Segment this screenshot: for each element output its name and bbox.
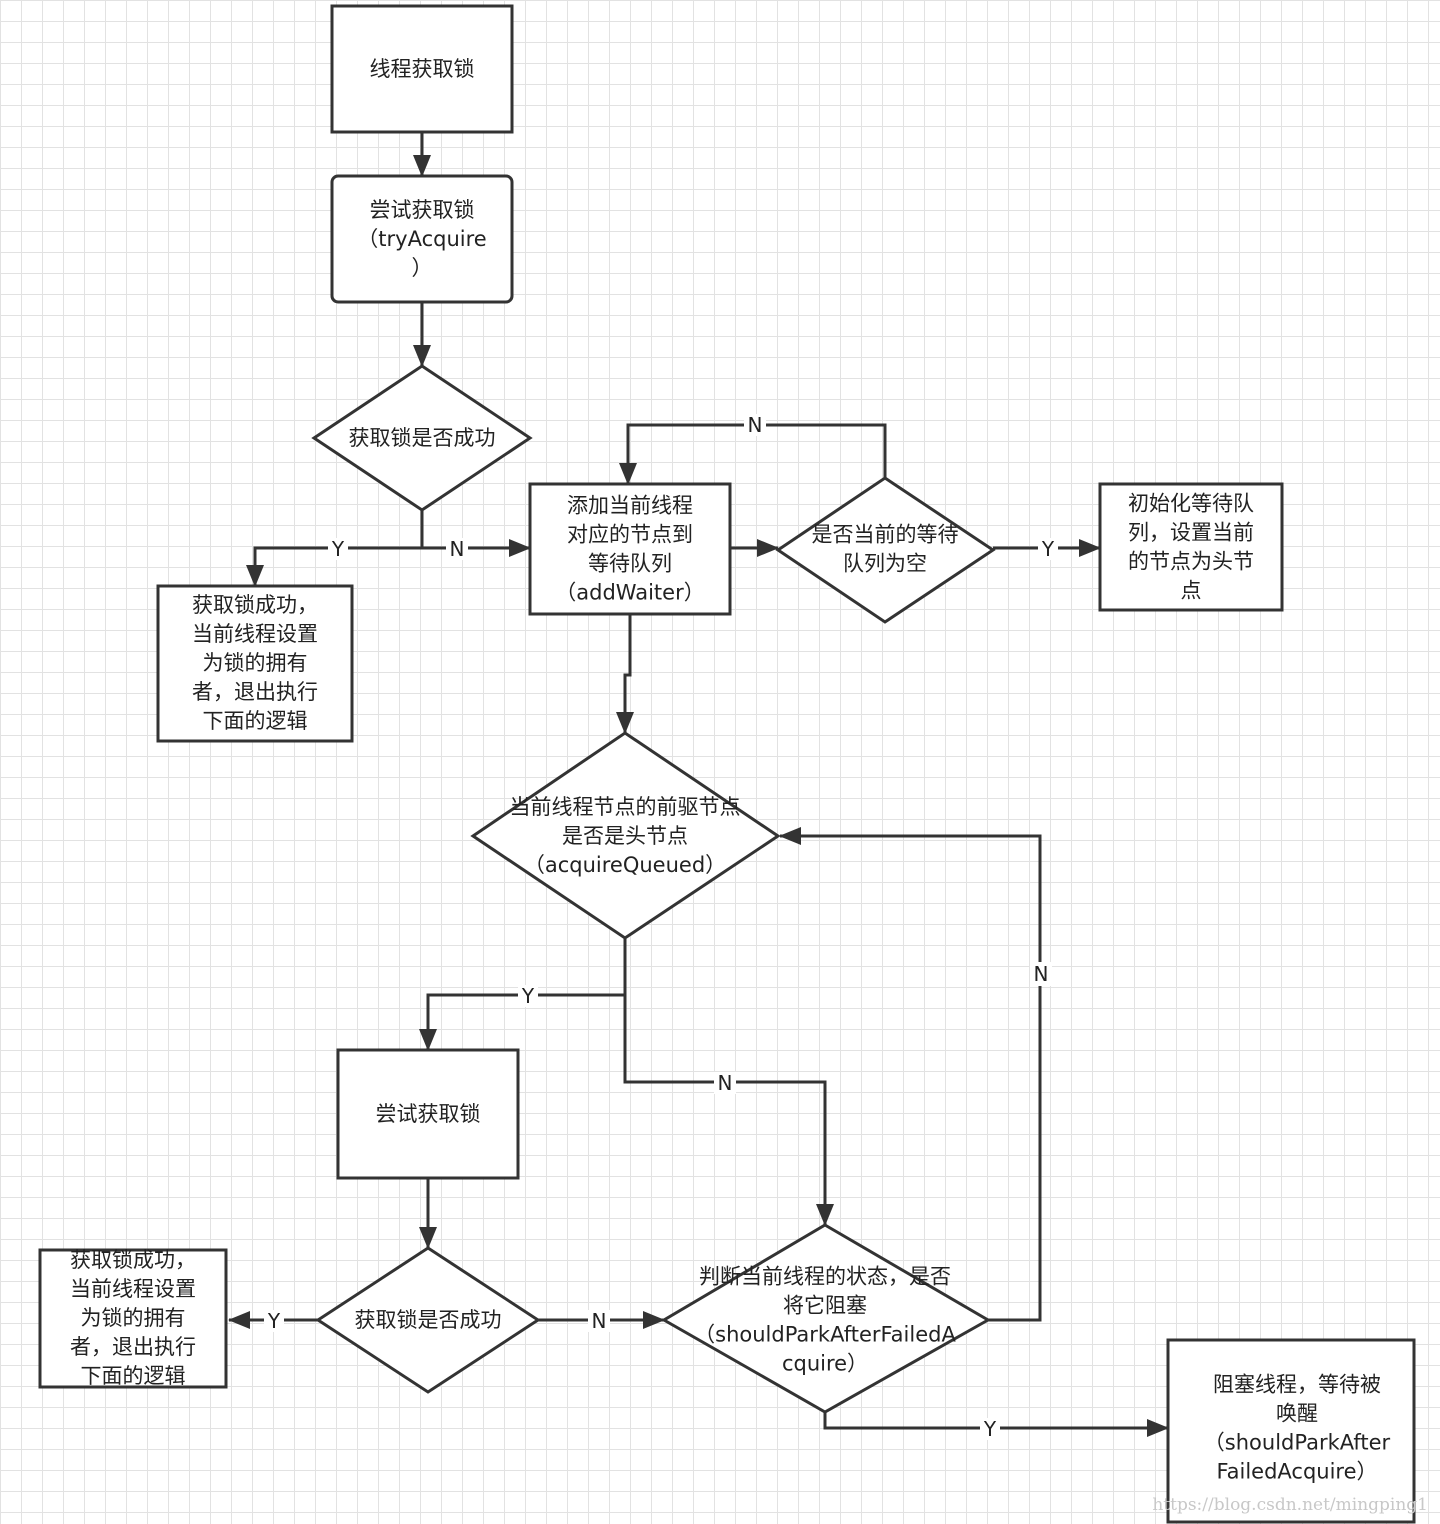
node-text-line: 点 xyxy=(1181,579,1202,603)
node-text-line: 当前线程设置 xyxy=(192,622,318,646)
success-2-text: 获取锁成功， 当前线程设置为锁的拥有者，退出执行下面的逻辑 xyxy=(70,1248,196,1388)
node-text-line: 唤醒 xyxy=(1276,1402,1318,1426)
node-text-line: ） xyxy=(412,256,433,280)
init-queue-text: 初始化等待队列，设置当前的节点为头节点 xyxy=(1128,492,1254,603)
node-text-line: 当前线程节点的前驱节点 xyxy=(510,795,741,819)
label-decision1-yes: Y xyxy=(331,537,345,561)
node-text-line: 当前线程设置 xyxy=(70,1277,196,1301)
edge-acquirequeued-no xyxy=(623,995,834,1226)
node-text-line: FailedAcquire） xyxy=(1216,1460,1377,1484)
shapes xyxy=(38,4,1416,1524)
edge-shouldpark-yes xyxy=(823,1412,1169,1437)
node-text-line: 队列为空 xyxy=(843,552,927,576)
node-text-line: 列，设置当前 xyxy=(1128,521,1254,545)
init-queue-box xyxy=(1098,482,1284,612)
node-text-line: 判断当前线程的状态，是否 xyxy=(699,1265,951,1289)
edge-shouldpark-loop-no xyxy=(779,827,1042,1322)
label-acquirequeued-no: N xyxy=(718,1071,733,1095)
node-text-line: 的节点为头节 xyxy=(1128,550,1254,574)
node-text-line: 阻塞线程，等待被 xyxy=(1213,1373,1381,1397)
node-text-line: 获取锁是否成功 xyxy=(349,426,496,450)
watermark: https://blog.csdn.net/mingping1 xyxy=(1152,1495,1428,1515)
label-acquirequeued-yes: Y xyxy=(521,984,535,1008)
decision-success-2-text: 获取锁是否成功 xyxy=(355,1308,502,1332)
node-text-line: 获取锁是否成功 xyxy=(355,1308,502,1332)
label-decision2-no: N xyxy=(592,1309,607,1333)
label-decision1-no: N xyxy=(450,537,465,561)
node-text-line: 初始化等待队 xyxy=(1128,492,1254,516)
node-text-line: 对应的节点到 xyxy=(567,523,693,547)
node-text-line: 是否是头节点 xyxy=(562,824,688,848)
edge-decision1-yes xyxy=(246,546,422,587)
decision-success-2-diamond xyxy=(315,1246,541,1394)
node-text-line: 为锁的拥有 xyxy=(203,651,308,675)
node-text-line: 下面的逻辑 xyxy=(81,1364,186,1388)
acquire-queued-diamond xyxy=(470,731,781,940)
edge-labels: Y N N Y Y N Y N N Y xyxy=(264,413,1058,1441)
label-shouldpark-yes: Y xyxy=(983,1417,997,1441)
node-text-line: 获取锁成功， xyxy=(70,1248,196,1272)
add-waiter-box xyxy=(528,482,732,616)
try-acquire-2-text: 尝试获取锁 xyxy=(376,1102,481,1126)
node-text-line: （shouldParkAfterFailedA xyxy=(694,1323,956,1347)
edge-acquirequeued-yes xyxy=(419,993,625,1051)
node-texts: 线程获取锁 尝试获取锁 （tryAcquire ） 获取锁是否成功 获取锁成功， 当前… xyxy=(70,57,1391,1484)
success-2-box xyxy=(38,1248,228,1389)
node-text-line: 是否当前的等待 xyxy=(812,523,959,547)
should-park-text: 判断当前线程的状态，是否将它阻塞 （shouldParkAfterFailedA c… xyxy=(694,1265,956,1376)
acquire-queued-text: 当前线程节点的前驱节点是否是头节点 （acquireQueued） xyxy=(510,795,741,877)
node-text-line: 线程获取锁 xyxy=(370,57,475,81)
node-text-line: 将它阻塞 xyxy=(783,1294,867,1318)
decision-success-1-text: 获取锁是否成功 xyxy=(349,426,496,450)
queue-empty-diamond xyxy=(775,476,996,624)
try-acquire-2-box xyxy=(336,1048,520,1180)
success-1-text: 获取锁成功， 当前线程设置为锁的拥有者，退出执行下面的逻辑 xyxy=(192,593,318,733)
add-waiter-text: 添加当前线程对应的节点到等待队列 （addWaiter） xyxy=(555,494,704,605)
node-text-line: 者，退出执行 xyxy=(70,1335,196,1359)
decision-success-1-diamond xyxy=(311,364,533,512)
node-text-line: 尝试获取锁 xyxy=(370,198,475,222)
queue-empty-text: 是否当前的等待队列为空 xyxy=(812,523,959,576)
success-1-box xyxy=(156,584,354,743)
node-text-line: 为锁的拥有 xyxy=(81,1306,186,1330)
node-text-line: （tryAcquire xyxy=(357,227,486,251)
edge-addwaiter-to-acquirequeued xyxy=(616,614,634,734)
should-park-diamond xyxy=(661,1223,992,1414)
node-text-line: 者，退出执行 xyxy=(192,680,318,704)
node-text-line: （addWaiter） xyxy=(555,581,704,605)
label-shouldpark-loop-no: N xyxy=(1034,962,1049,986)
label-decision2-yes: Y xyxy=(267,1309,281,1333)
node-text-line: cquire） xyxy=(782,1352,868,1376)
node-text-line: 尝试获取锁 xyxy=(376,1102,481,1126)
start-text: 线程获取锁 xyxy=(370,57,475,81)
park-box xyxy=(1166,1338,1416,1524)
node-text-line: 添加当前线程 xyxy=(567,494,693,518)
node-text-line: （acquireQueued） xyxy=(524,853,726,877)
node-text-line: 下面的逻辑 xyxy=(203,709,308,733)
try-acquire-box xyxy=(330,174,514,304)
node-text-line: 等待队列 xyxy=(588,552,672,576)
node-text-line: 获取锁成功， xyxy=(192,593,318,617)
node-text-line: （shouldParkAfter xyxy=(1204,1431,1391,1455)
label-queue-loop-no: N xyxy=(748,413,763,437)
label-queue-yes: Y xyxy=(1041,537,1055,561)
start-box xyxy=(330,4,514,134)
try-acquire-text: 尝试获取锁 （tryAcquire ） xyxy=(357,198,486,280)
edges xyxy=(228,132,1169,1437)
